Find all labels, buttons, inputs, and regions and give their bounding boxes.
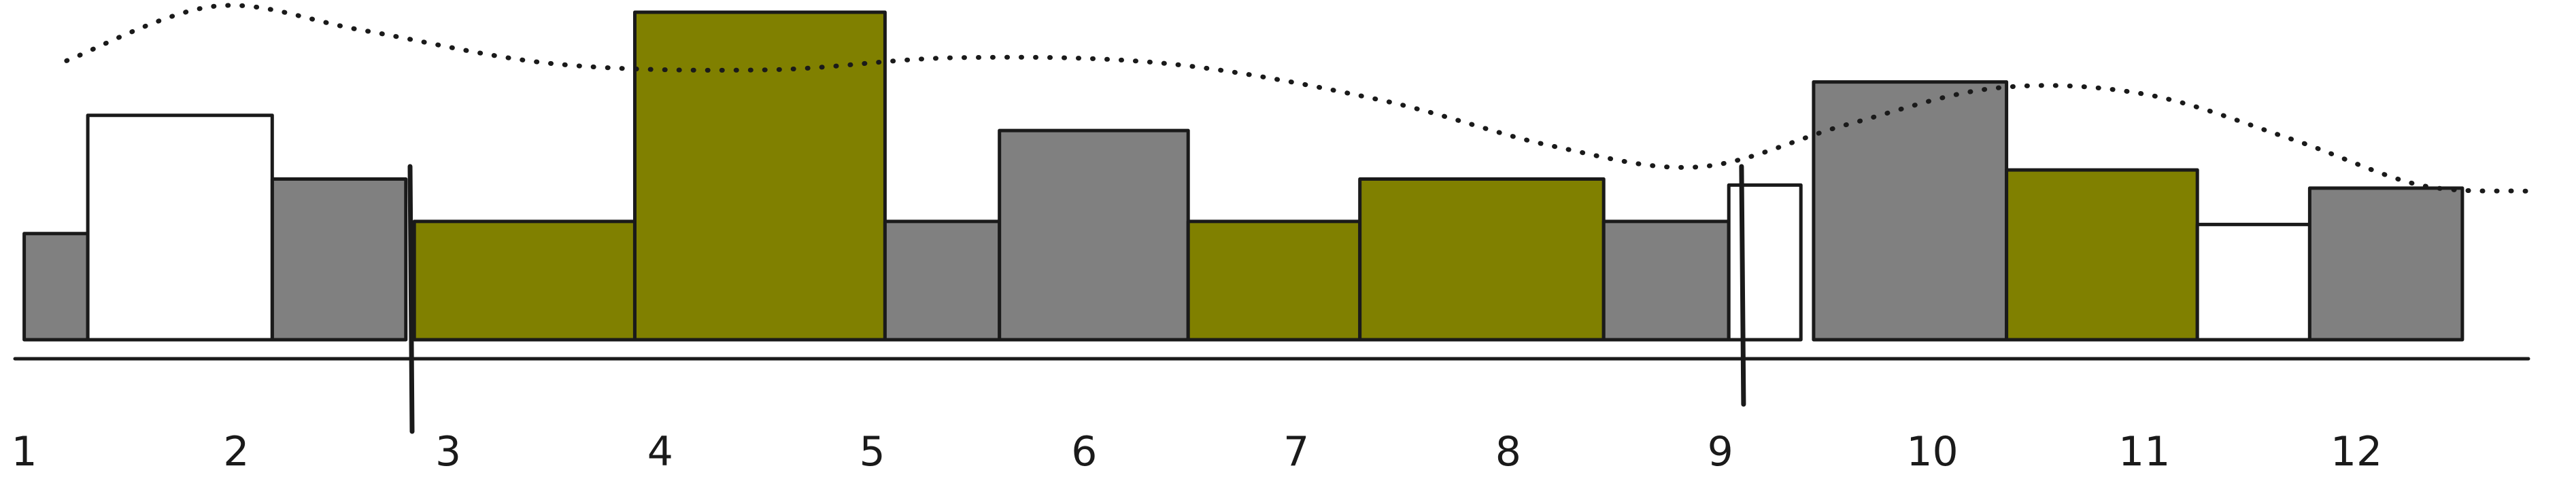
- bar-8: [1186, 219, 1362, 342]
- bar-7: [998, 128, 1190, 342]
- bar-4: [412, 219, 637, 342]
- bar-5: [633, 10, 887, 342]
- marker-line-2: [1739, 164, 1746, 407]
- axis-label-11: 11: [2118, 428, 2170, 476]
- bar-9: [1358, 177, 1606, 342]
- axis-label-3: 3: [435, 428, 461, 476]
- axis-label-1: 1: [12, 428, 37, 476]
- axis-label-6: 6: [1071, 428, 1097, 476]
- marker-line-1: [407, 164, 415, 434]
- axis-label-10: 10: [1906, 428, 1958, 476]
- markers: [407, 164, 1746, 434]
- bars: [22, 10, 2464, 342]
- bar-10: [1601, 219, 1731, 342]
- axis-label-7: 7: [1283, 428, 1309, 476]
- bar-12: [1812, 80, 2009, 342]
- bar-15: [2307, 186, 2464, 342]
- bar-14: [2195, 222, 2311, 342]
- bar-1: [22, 232, 90, 342]
- bar-3: [270, 177, 408, 342]
- axis-label-5: 5: [860, 428, 885, 476]
- axis-label-8: 8: [1495, 428, 1521, 476]
- bar-6: [883, 219, 1002, 342]
- bar-2: [86, 113, 274, 342]
- axis-label-9: 9: [1708, 428, 1733, 476]
- axis-label-4: 4: [647, 428, 673, 476]
- axis-label-12: 12: [2331, 428, 2382, 476]
- axis-label-2: 2: [223, 428, 249, 476]
- bar-13: [2005, 168, 2199, 342]
- dotted-curve: [64, 3, 2528, 194]
